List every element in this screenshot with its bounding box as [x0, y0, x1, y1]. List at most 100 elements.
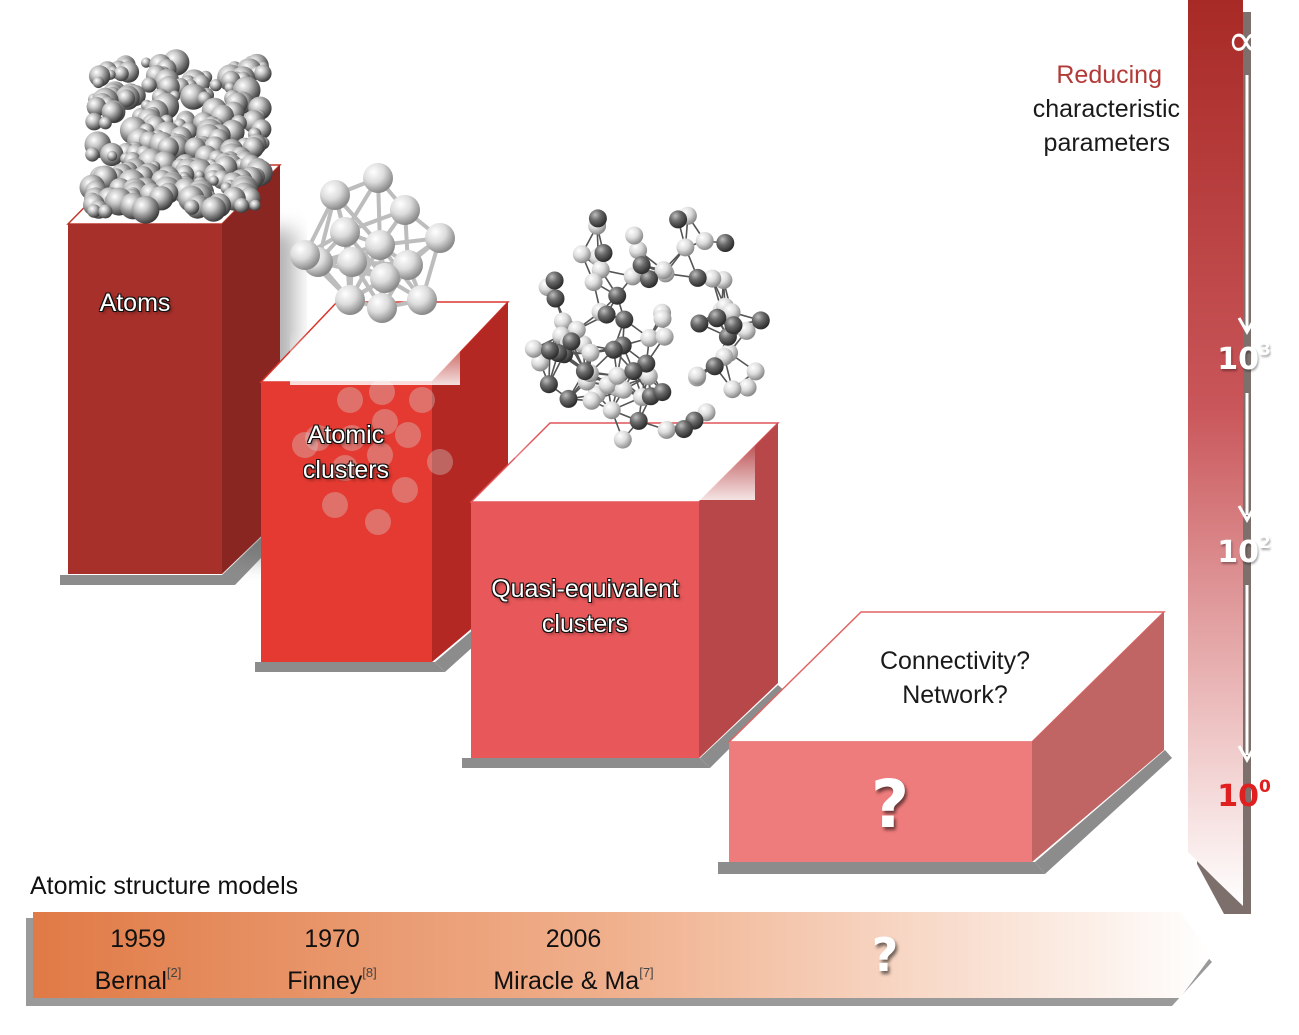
cluster-atom: [407, 285, 437, 315]
quasi-cluster-atom: [708, 309, 726, 327]
atom-sphere: [99, 117, 112, 130]
scale-level-10-0: 100: [1204, 777, 1284, 814]
quasi-cluster-atom: [669, 210, 687, 228]
timeline-year-2006: 2006: [466, 922, 681, 956]
quasi-cluster-atom: [540, 375, 558, 393]
quasi-cluster-atom: [706, 357, 724, 375]
cluster-atom: [330, 217, 360, 247]
level-3-exponent: 3: [1259, 340, 1271, 360]
quasi-cluster-atom: [690, 315, 708, 333]
quasi-cluster-atom: [576, 362, 594, 380]
quasi-cluster-atom: [747, 362, 765, 380]
quasi-cluster-atom: [723, 380, 741, 398]
cluster-atom: [363, 163, 393, 193]
cluster-atom-reflection: [409, 387, 435, 413]
cluster-atom: [320, 180, 350, 210]
atom-sphere: [107, 151, 117, 161]
timeline-year-1959: 1959: [68, 922, 208, 956]
timeline-ref-miracle-ma: [7]: [639, 965, 653, 980]
timeline-ref-bernal: [2]: [167, 965, 181, 980]
cluster-atom: [290, 240, 320, 270]
level-3-base: 10: [1217, 342, 1259, 377]
quasi-cluster-atom: [658, 421, 676, 439]
quasi-cluster-atom: [608, 367, 626, 385]
quasi-cluster-atom: [624, 362, 642, 380]
quasi-cluster-atom: [716, 234, 734, 252]
connectivity-label-line1: Connectivity?: [830, 644, 1080, 678]
quasi-cluster-atom: [585, 273, 603, 291]
timeline-author-miracle-ma: Miracle & Ma: [493, 967, 639, 995]
quasi-cluster-atom: [688, 367, 706, 385]
timeline-author-finney: Finney: [287, 967, 362, 995]
timeline-future-question-mark: ?: [845, 925, 925, 985]
level-2-base: 10: [1217, 535, 1259, 570]
scale-title-parameters: parameters: [1010, 126, 1180, 160]
quasi-cluster-atom: [583, 392, 601, 410]
scale-title-reducing: Reducing: [1010, 58, 1180, 92]
cluster-atom-reflection: [337, 387, 363, 413]
timeline-year-1970: 1970: [262, 922, 402, 956]
infinity-symbol: ∞: [1208, 14, 1284, 66]
quasi-cluster-atom: [598, 306, 616, 324]
quasi-cluster-atom: [589, 209, 607, 227]
block-atoms-label: Atoms: [75, 286, 195, 321]
timeline-entry-bernal: 1959 Bernal[2]: [68, 922, 208, 998]
cluster-atom-reflection: [427, 449, 453, 475]
level-0-base: 10: [1217, 779, 1259, 814]
quasi-cluster-atom: [654, 310, 672, 328]
block-atoms: [68, 165, 280, 574]
quasi-cluster-atom: [541, 342, 559, 360]
quasi-cluster-atom: [689, 269, 707, 287]
atom-sphere: [210, 79, 222, 91]
quasi-clusters-label-line1: Quasi-equivalent: [471, 572, 699, 607]
quasi-cluster-atom: [752, 311, 770, 329]
quasi-clusters-label-line2: clusters: [471, 607, 699, 642]
timeline-entry-miracle-ma: 2006 Miracle & Ma[7]: [466, 922, 681, 998]
timeline-entry-finney: 1970 Finney[8]: [262, 922, 402, 998]
timeline-author-bernal: Bernal: [95, 967, 167, 995]
scale-title: Reducing characteristic parameters: [1010, 58, 1180, 160]
cluster-atom: [370, 263, 400, 293]
quasi-cluster-atom: [625, 227, 643, 245]
cluster-atom-reflection: [365, 509, 391, 535]
atom-sphere: [201, 197, 226, 222]
quasi-cluster-atom: [603, 401, 621, 419]
quasi-cluster-atom: [739, 379, 757, 397]
atom-sphere: [132, 196, 160, 224]
atom-sphere: [234, 198, 249, 213]
quasi-cluster-atom: [630, 412, 648, 430]
cluster-atom: [367, 293, 397, 323]
quasi-cluster-atom: [675, 420, 693, 438]
timeline-title: Atomic structure models: [30, 872, 298, 901]
cluster-atom: [337, 247, 367, 277]
quasi-cluster-atom: [656, 328, 674, 346]
atom-sphere: [93, 77, 104, 88]
atomic-clusters-label-line1: Atomic: [276, 418, 416, 453]
atom-cube-model: [80, 49, 273, 224]
atom-sphere: [98, 204, 112, 218]
quasi-cluster-atom: [608, 287, 626, 305]
atom-sphere: [85, 147, 99, 161]
quasi-cluster-atom: [573, 245, 591, 263]
cluster-atom: [425, 223, 455, 253]
cluster-atom: [365, 230, 395, 260]
cluster-atom-reflection: [322, 492, 348, 518]
quasi-cluster-atom: [560, 390, 578, 408]
quasi-cluster-atom: [582, 344, 600, 362]
quasi-equivalent-cluster-model: [525, 207, 770, 449]
scale-level-10-3: 103: [1204, 340, 1284, 377]
quasi-cluster-atom: [725, 316, 743, 334]
block-connectivity-label: Connectivity? Network?: [830, 644, 1080, 712]
connectivity-label-line2: Network?: [830, 678, 1080, 712]
quasi-cluster-atom: [605, 341, 623, 359]
block-unknown-question-mark: ?: [840, 770, 940, 840]
cluster-atom: [390, 195, 420, 225]
level-2-exponent: 2: [1259, 533, 1271, 553]
timeline-ref-finney: [8]: [362, 965, 376, 980]
quasi-cluster-atom: [547, 290, 565, 308]
atom-sphere: [254, 65, 271, 82]
atom-sphere: [184, 200, 199, 215]
quasi-cluster-atom: [696, 232, 714, 250]
quasi-cluster-atom: [595, 244, 613, 262]
